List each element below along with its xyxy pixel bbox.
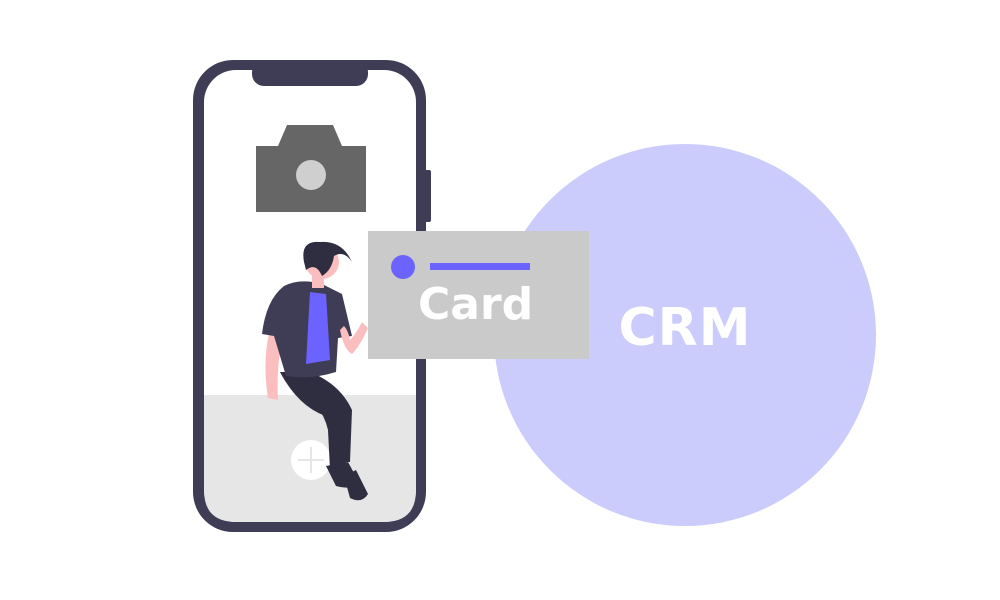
person-figure xyxy=(262,241,368,501)
card-panel: Card xyxy=(368,231,589,359)
plus-circle-icon[interactable] xyxy=(291,440,331,480)
camera-icon xyxy=(256,125,366,212)
crm-label: CRM xyxy=(618,298,752,358)
card-label: Card xyxy=(418,279,534,330)
card-dot xyxy=(391,255,415,279)
card-bar xyxy=(430,263,530,270)
phone-notch xyxy=(252,60,368,86)
